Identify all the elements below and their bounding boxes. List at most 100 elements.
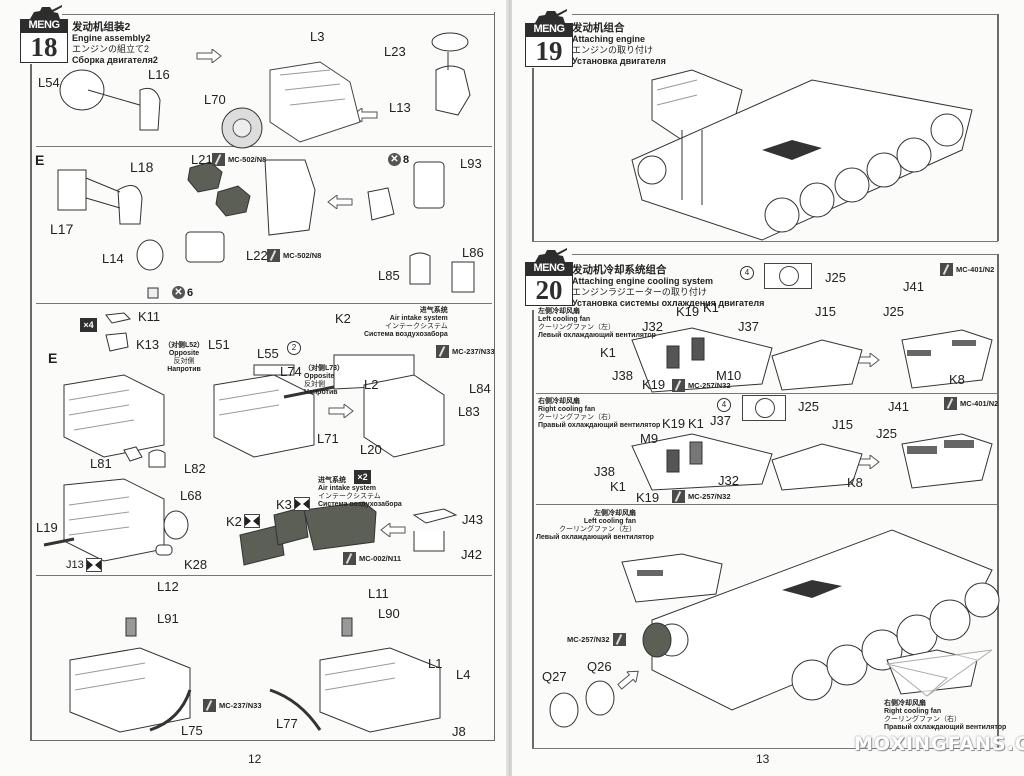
book-spine <box>506 0 514 776</box>
part-label: J42 <box>461 547 482 562</box>
part-label: L12 <box>157 579 179 594</box>
title-ja: エンジンラジエーターの取り付け <box>572 287 707 297</box>
part-label: J43 <box>462 512 483 527</box>
right-fan-drawing <box>631 433 993 491</box>
title-zh: 发动机组装2 <box>72 21 131 33</box>
paint-brush-icon <box>212 153 225 166</box>
part-label: M10 <box>716 368 742 383</box>
part-label: L16 <box>148 67 170 82</box>
flow-arrow-icon <box>380 523 406 537</box>
watermark-plane-logo <box>885 649 993 697</box>
part-label: L22 <box>246 248 268 263</box>
part-label: L55 <box>257 346 279 361</box>
part-label: Q27 <box>542 669 567 684</box>
part-label: J32 <box>718 473 739 488</box>
part-label: L54 <box>38 75 60 90</box>
part-label: J15 <box>832 417 853 432</box>
meng-logo-step18: MENG 18 <box>20 5 68 63</box>
meng-logo-step19: MENG 19 <box>525 9 573 67</box>
page-number: 13 <box>756 752 770 766</box>
bowtie-icon <box>293 497 310 511</box>
part-label: L2 <box>364 377 379 392</box>
step-number: 20 <box>525 275 573 306</box>
title-ja: エンジンの取り付け <box>572 45 654 55</box>
paint-callout: MC-502/N8 <box>212 153 266 166</box>
step18-frame <box>30 12 495 741</box>
part-label: L84 <box>469 381 491 396</box>
engine-row4-drawing <box>43 478 458 566</box>
paint-callout: MC-257/N32 <box>567 633 626 646</box>
title-zh: 发动机冷却系统组合 <box>572 264 667 276</box>
step-number: 18 <box>20 32 68 63</box>
tank-silhouette-icon <box>30 5 62 19</box>
part-label: L70 <box>204 92 226 107</box>
step-title: 发动机冷却系统组合 Attaching engine cooling syste… <box>572 265 764 309</box>
engine-assembly-row3-drawing <box>63 312 445 468</box>
page-13: MENG 19 发动机组合 Attaching engine エンジンの取り付け… <box>512 0 1024 776</box>
brand-label: MENG <box>525 23 573 36</box>
part-label: L93 <box>460 156 482 171</box>
quantity-badge: ×4 <box>80 318 97 332</box>
paint-brush-icon <box>203 699 216 712</box>
part-label: J25 <box>883 304 904 319</box>
part-label: L17 <box>50 221 74 237</box>
brand-label: MENG <box>20 19 68 32</box>
paint-brush-icon <box>940 263 953 276</box>
part-label: J37 <box>710 413 731 428</box>
title-ja: エンジンの組立て2 <box>72 44 150 54</box>
part-label: K19 <box>662 416 686 431</box>
part-label: J37 <box>738 319 759 334</box>
part-label: J25 <box>798 399 819 414</box>
engine-parts-row1-drawing <box>59 32 471 149</box>
title-en: Attaching engine <box>572 34 646 44</box>
paint-callout: MC-237/N33 <box>203 699 262 712</box>
paint-callout: MC-401/N2 <box>944 397 998 410</box>
paint-callout: MC-002/N11 <box>343 552 401 565</box>
part-label: L20 <box>360 442 382 457</box>
part-label: J8 <box>452 724 466 739</box>
part-label: M9 <box>640 431 659 446</box>
title-zh: 发动机组合 <box>572 22 625 34</box>
flow-arrow-icon <box>196 49 222 63</box>
paint-brush-icon <box>436 345 449 358</box>
bowtie-icon <box>85 558 102 572</box>
brand-label: MENG <box>525 262 573 275</box>
part-label: Q26 <box>587 659 612 674</box>
part-label: K8 <box>949 372 965 387</box>
part-label: K1 <box>600 345 616 360</box>
title-ru: Сборка двигателя2 <box>72 55 158 65</box>
page-12: MENG 18 发动机组装2 Engine assembly2 エンジンの組立て… <box>0 0 508 776</box>
part-label: L86 <box>462 245 484 260</box>
part-label: L11 <box>368 586 389 601</box>
paint-callout: MC-401/N2 <box>940 263 994 276</box>
tank-hull-engine-drawing <box>631 69 973 241</box>
part-label: J38 <box>594 464 615 479</box>
part-label: K2 <box>226 514 260 528</box>
flow-arrow-icon <box>328 404 354 418</box>
flow-arrow-icon <box>617 670 639 690</box>
part-label: L14 <box>102 251 124 266</box>
part-label: L68 <box>180 488 202 503</box>
paint-brush-icon <box>944 397 957 410</box>
step-title: 发动机组合 Attaching engine エンジンの取り付け Установ… <box>572 23 666 67</box>
part-label: L13 <box>389 100 411 115</box>
paint-callout: MC-257/N32 <box>672 490 731 503</box>
paint-callout: MC-237/N33 <box>436 345 495 358</box>
step-ref-circle: 4 <box>717 398 731 412</box>
tank-silhouette-icon <box>535 248 567 262</box>
part-label: K2 <box>335 311 351 326</box>
part-label: K11 <box>138 309 161 324</box>
step-number: 19 <box>525 36 573 67</box>
part-label: L91 <box>157 611 179 626</box>
page-number: 12 <box>248 752 262 766</box>
part-label: J13 <box>66 558 102 572</box>
meng-logo-step20: MENG 20 <box>525 248 573 306</box>
part-label: L1 <box>428 656 443 671</box>
hull-cooling-assembly-drawing <box>549 529 1000 728</box>
